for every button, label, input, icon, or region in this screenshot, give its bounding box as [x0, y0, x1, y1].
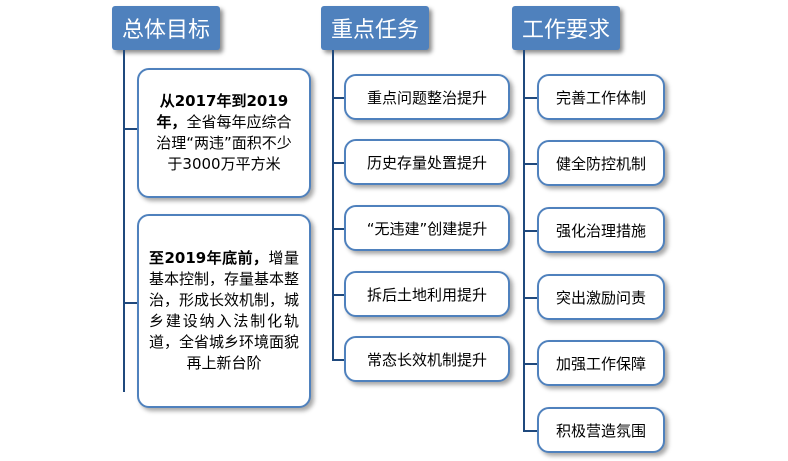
requirement-card: 强化治理措施 [537, 207, 665, 253]
goal-1-lead: 从2017年到2019年， [156, 92, 289, 131]
requirements-connector-branch [523, 363, 537, 365]
requirement-card: 完善工作体制 [537, 74, 665, 120]
tasks-header: 重点任务 [321, 6, 429, 50]
task-card: 拆后土地利用提升 [344, 271, 510, 317]
goals-connector-branch [123, 128, 137, 130]
goals-header: 总体目标 [112, 6, 220, 50]
tasks-connector-branch [332, 359, 344, 361]
goal-1-text: 全省每年应综合治理“两违”面积不少于3000万平方米 [156, 113, 292, 173]
requirements-connector-branch [523, 97, 537, 99]
task-card: 历史存量处置提升 [344, 139, 510, 185]
tasks-connector-branch [332, 228, 344, 230]
task-card: “无违建”创建提升 [344, 205, 510, 251]
goal-2-lead: 至2019年底前， [149, 249, 269, 267]
requirements-connector-branch [523, 163, 537, 165]
goals-connector-branch [123, 302, 137, 304]
task-card: 常态长效机制提升 [344, 336, 510, 382]
requirement-card: 突出激励问责 [537, 274, 665, 320]
requirements-connector-branch [523, 297, 537, 299]
requirements-connector-branch [523, 230, 537, 232]
requirements-header: 工作要求 [512, 6, 620, 50]
goals-connector-trunk [123, 50, 125, 392]
goal-2-text: 增量基本控制，存量基本整治，形成长效机制，城乡建设纳入法制化轨道，全省城乡环境面… [149, 249, 300, 372]
goal-card-2: 至2019年底前，增量基本控制，存量基本整治，形成长效机制，城乡建设纳入法制化轨… [137, 214, 311, 408]
tasks-connector-branch [332, 294, 344, 296]
tasks-connector-trunk [332, 50, 334, 360]
requirements-connector-branch [523, 430, 537, 432]
requirement-card: 加强工作保障 [537, 340, 665, 386]
task-card: 重点问题整治提升 [344, 74, 510, 120]
tasks-connector-branch [332, 162, 344, 164]
tasks-connector-branch [332, 97, 344, 99]
requirement-card: 积极营造氛围 [537, 407, 665, 453]
requirements-connector-trunk [523, 50, 525, 430]
requirement-card: 健全防控机制 [537, 140, 665, 186]
goal-card-1: 从2017年到2019年，全省每年应综合治理“两违”面积不少于3000万平方米 [137, 68, 311, 198]
